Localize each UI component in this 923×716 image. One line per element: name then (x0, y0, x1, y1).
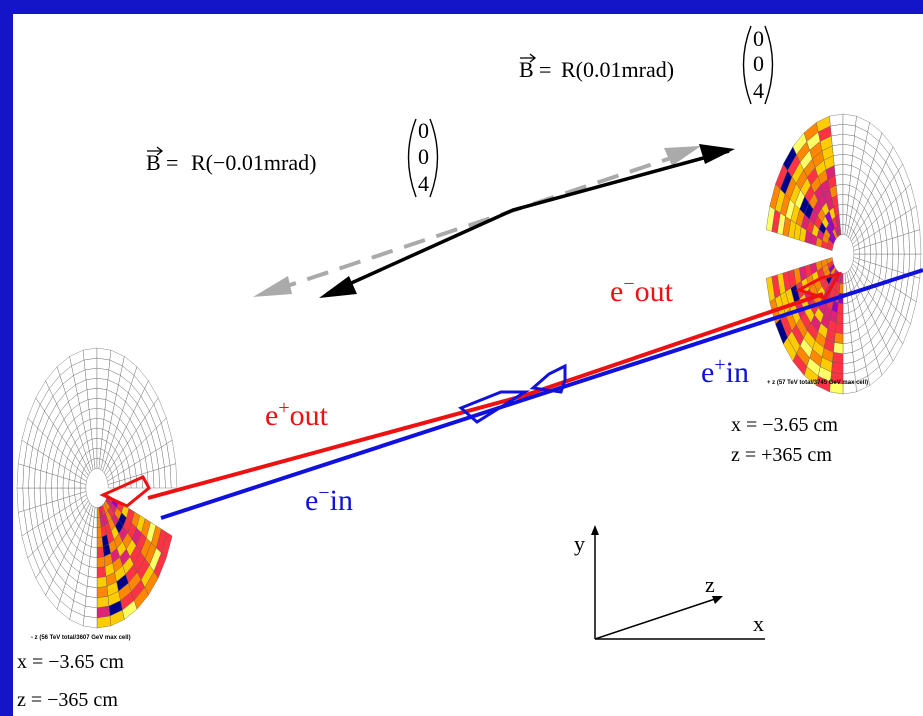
ip-marker-left (458, 390, 531, 424)
eq-lower-v0: 0 (418, 118, 429, 143)
gray-dashed-field-arrow (253, 146, 701, 297)
red-marker-right (795, 271, 843, 300)
eq-lower-v2: 4 (418, 171, 429, 196)
label-e-plus-in: e+in (701, 354, 749, 389)
positron-out-beam (147, 394, 524, 500)
electron-in-beam (160, 398, 524, 520)
left-detector-z: z = −365 cm (17, 689, 118, 711)
eq-upper-v2: 4 (753, 78, 764, 103)
svg-text:=: = (539, 57, 551, 82)
label-e-minus-out: e−out (610, 273, 674, 308)
equation-upper: B = R(0.01mrad) 0 0 4 (519, 25, 774, 105)
right-detector-z: z = +365 cm (731, 444, 832, 466)
eq-upper-v0: 0 (753, 26, 764, 51)
axis-x-label: x (753, 611, 764, 636)
diagram-svg: B = R(0.01mrad) 0 0 4 B = R(−0.01mrad) 0… (16, 25, 923, 711)
positron-in-beam (522, 268, 923, 402)
eq-upper-lhs: B (519, 57, 534, 82)
left-detector-x: x = −3.65 cm (17, 651, 124, 673)
right-detector-x: x = −3.65 cm (731, 414, 838, 436)
eq-upper-rhs: R(0.01mrad) (561, 57, 674, 82)
eq-lower-rhs: R(−0.01mrad) (191, 150, 316, 175)
eq-upper-v1: 0 (753, 51, 764, 76)
axis-z-label: z (705, 572, 715, 597)
electron-out-beam (522, 292, 824, 398)
label-e-plus-out: e+out (265, 397, 329, 432)
axis-y-label: y (574, 531, 585, 556)
ip-marker-right (529, 363, 567, 394)
svg-text:=: = (166, 150, 178, 175)
equation-lower: B = R(−0.01mrad) 0 0 4 (146, 118, 439, 198)
red-marker-left (99, 475, 151, 508)
left-detector-caption: - z (56 TeV total/3607 GeV max cell) (31, 635, 131, 641)
left-calorimeter-disk (16, 347, 178, 629)
eq-lower-v1: 0 (418, 144, 429, 169)
right-detector-caption: + z (57 TeV total/3745 GeV max cell) (767, 380, 868, 386)
right-calorimeter-disk (765, 113, 922, 395)
diagram-canvas: B = R(0.01mrad) 0 0 4 B = R(−0.01mrad) 0… (13, 14, 923, 716)
black-field-arrow (319, 144, 735, 298)
eq-lower-lhs: B (146, 150, 161, 175)
label-e-minus-in: e−in (305, 482, 353, 517)
coordinate-axes: y z x (574, 525, 765, 640)
